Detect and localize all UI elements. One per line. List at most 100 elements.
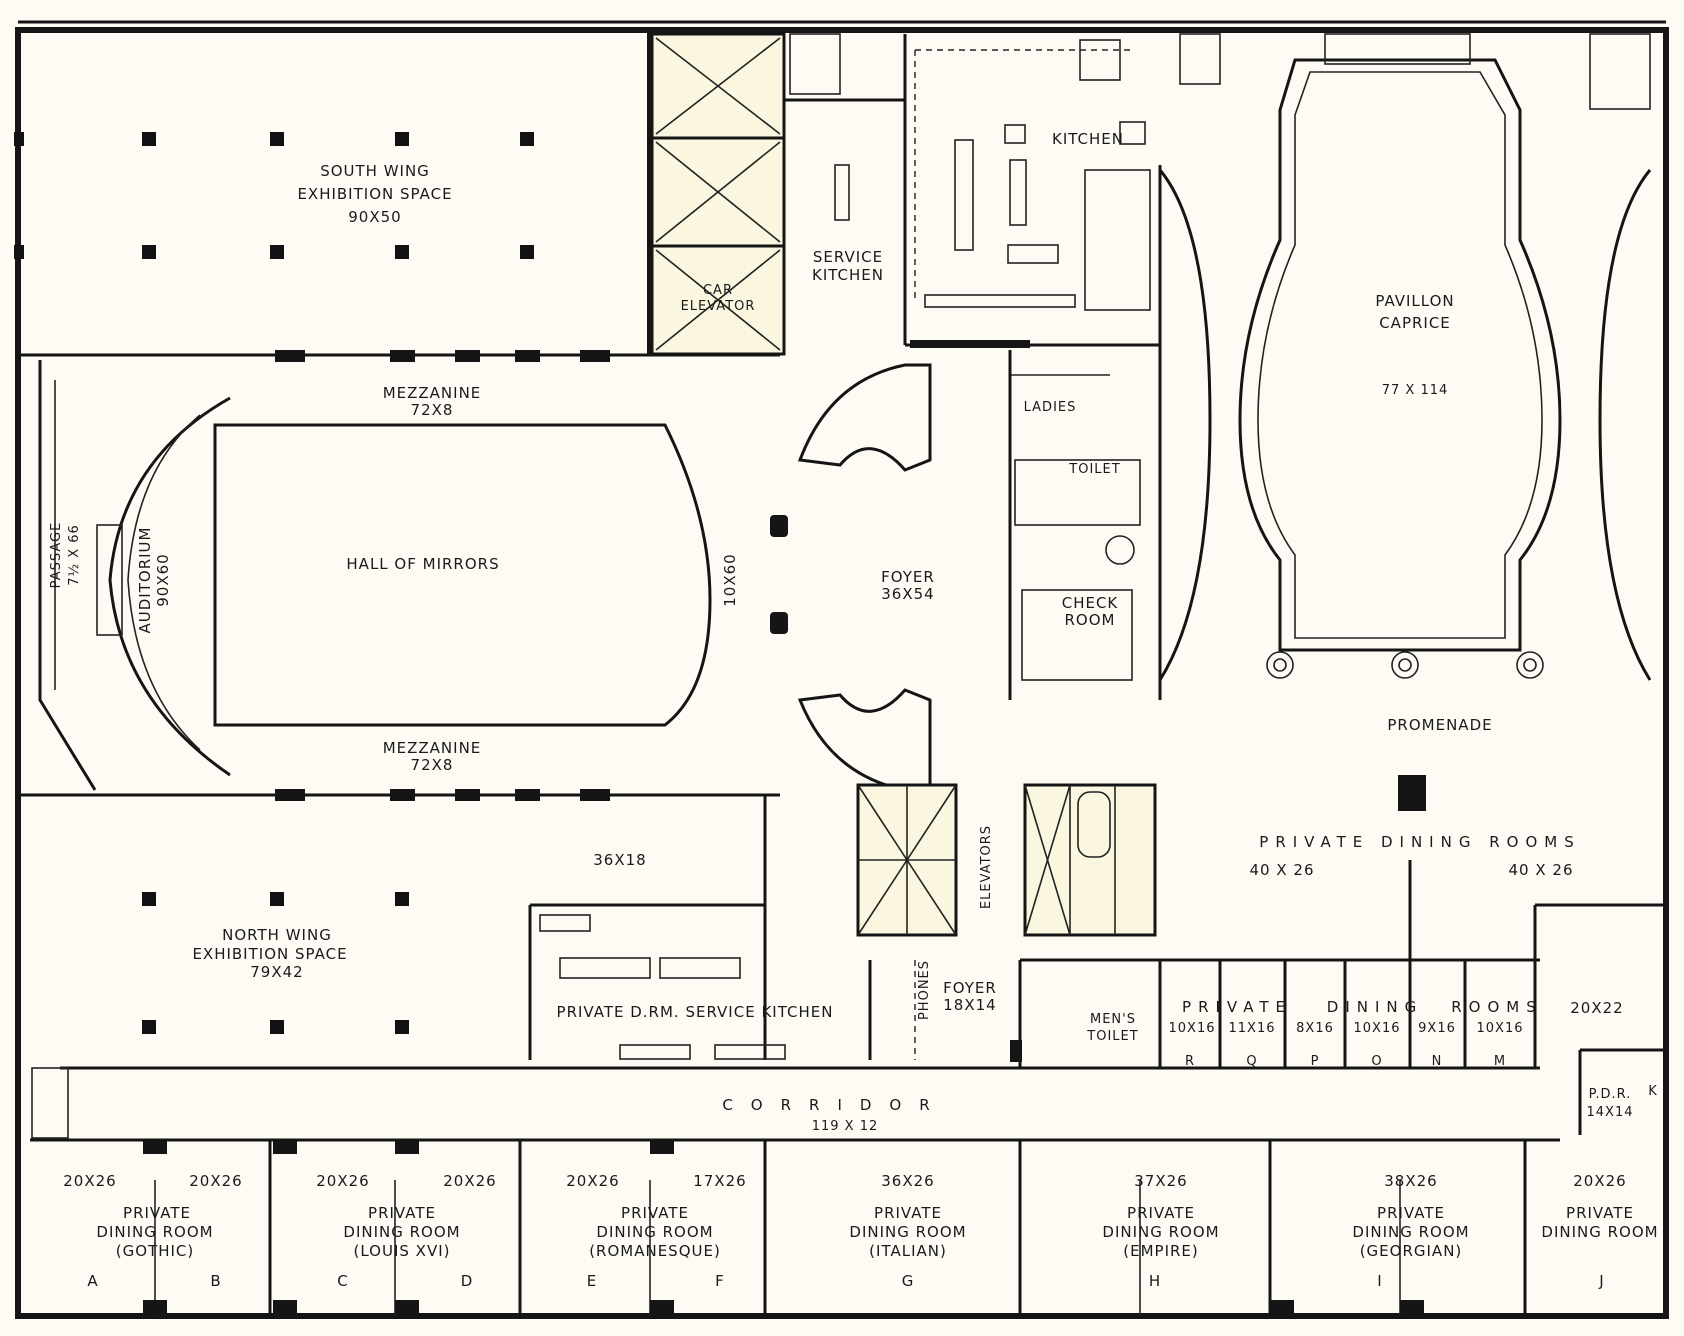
room-name-line2: DINING ROOM: [849, 1223, 966, 1241]
room-letter: G: [902, 1272, 915, 1290]
hall-of-mirrors-label: HALL OF MIRRORS: [346, 555, 499, 573]
mezzanine-top-size: 72X8: [411, 401, 454, 419]
room-letter: I: [1377, 1272, 1382, 1290]
row-word-rooms: ROOMS: [1451, 998, 1543, 1016]
room-name-line1: PRIVATE: [123, 1204, 191, 1222]
car-elevator-label-2: ELEVATOR: [681, 299, 756, 314]
bottom-room-size: 17X26: [693, 1172, 746, 1190]
mezzanine-top-label: MEZZANINE: [383, 384, 482, 402]
small-room-labels: 10X16 R 11X16 Q 8X16 P 10X16 O 9X16 N 10…: [1169, 1021, 1524, 1069]
small-room-letter: P: [1311, 1054, 1320, 1069]
foyer-small-size: 18X14: [943, 996, 996, 1014]
elevators-label: ELEVATORS: [979, 825, 994, 909]
room-name-line2: DINING ROOM: [1102, 1223, 1219, 1241]
room-letter: E: [587, 1272, 597, 1290]
south-wing-size: 90X50: [348, 208, 401, 226]
small-rooms-row: [1160, 775, 1666, 1135]
area-36x18-label: 36X18: [593, 851, 646, 869]
small-room-size: 10X16: [1477, 1021, 1524, 1036]
bottom-room-size: 38X26: [1384, 1172, 1437, 1190]
bottom-room-size: 20X26: [316, 1172, 369, 1190]
passage-label: PASSAGE: [49, 522, 64, 589]
room-letter: J: [1598, 1272, 1604, 1290]
foyer-small-label: FOYER: [943, 979, 997, 997]
room-name-line2: DINING ROOM: [96, 1223, 213, 1241]
room-style: (ROMANESQUE): [589, 1242, 721, 1260]
ladies-label: LADIES: [1024, 400, 1077, 415]
room-letter: D: [461, 1272, 474, 1290]
private-kitchen-label: PRIVATE D.RM. SERVICE KITCHEN: [557, 1003, 834, 1021]
small-room-letter: N: [1432, 1054, 1443, 1069]
room-style: (LOUIS XVI): [354, 1242, 451, 1260]
auditorium-size: 90X60: [154, 553, 172, 606]
kitchen-label: KITCHEN: [1052, 130, 1124, 148]
bottom-room-size: 20X26: [63, 1172, 116, 1190]
room-name-line2: DINING ROOM: [1352, 1223, 1469, 1241]
foyer-main-size: 36X54: [881, 585, 934, 603]
bottom-room-size: 20X26: [189, 1172, 242, 1190]
small-room-letter: R: [1185, 1054, 1195, 1069]
bottom-room-names: PRIVATE DINING ROOM (GOTHIC) PRIVATE DIN…: [96, 1204, 1657, 1260]
room-name-line1: PRIVATE: [368, 1204, 436, 1222]
bottom-room-size: 20X26: [566, 1172, 619, 1190]
small-room-letter: O: [1371, 1054, 1382, 1069]
car-elevator-label-1: CAR: [703, 283, 733, 298]
bottom-room-size: 36X26: [881, 1172, 934, 1190]
south-wing-label-2: EXHIBITION SPACE: [297, 185, 452, 203]
pavillon-label-2: CAPRICE: [1379, 314, 1451, 332]
phones-label: PHONES: [917, 960, 932, 1020]
small-room-size: 10X16: [1169, 1021, 1216, 1036]
room-name-line1: PRIVATE: [874, 1204, 942, 1222]
corridor-label: CORRIDOR: [722, 1096, 947, 1114]
row-word-dining: DINING: [1327, 998, 1423, 1016]
bottom-room-size: 37X26: [1134, 1172, 1187, 1190]
promenade-label: PROMENADE: [1387, 716, 1492, 734]
bottom-room-size: 20X26: [443, 1172, 496, 1190]
room-letter: A: [87, 1272, 98, 1290]
room-name-line2: DINING ROOM: [596, 1223, 713, 1241]
room-name-line1: PRIVATE: [1377, 1204, 1445, 1222]
passage-size: 7½ X 66: [67, 524, 82, 586]
small-room-letter: Q: [1246, 1054, 1257, 1069]
room-style: (GEORGIAN): [1360, 1242, 1463, 1260]
toilet-label: TOILET: [1068, 462, 1120, 477]
small-room-size: 10X16: [1354, 1021, 1401, 1036]
small-room-size: 9X16: [1418, 1021, 1456, 1036]
check-room-label-1: CHECK: [1062, 594, 1119, 612]
room-name-line2: DINING ROOM: [343, 1223, 460, 1241]
north-wing-label-1: NORTH WING: [222, 926, 332, 944]
corridor-size: 119 X 12: [812, 1119, 879, 1134]
bottom-room-size: 20X26: [1573, 1172, 1626, 1190]
north-wing-area: [18, 793, 786, 1060]
foyer-main-label: FOYER: [881, 568, 935, 586]
pavillon-label-1: PAVILLON: [1375, 292, 1454, 310]
elevators: [856, 783, 1157, 937]
south-wing-label-1: SOUTH WING: [320, 162, 430, 180]
room-style: (EMPIRE): [1123, 1242, 1199, 1260]
room-letter: F: [715, 1272, 725, 1290]
mezzanine-bottom-size: 72X8: [411, 756, 454, 774]
mens-toilet-label-1: MEN'S: [1090, 1012, 1136, 1027]
service-kitchen-label-2: KITCHEN: [812, 266, 884, 284]
small-room-size: 8X16: [1296, 1021, 1334, 1036]
pdr-k-size: 14X14: [1587, 1105, 1634, 1120]
bottom-room-letters: A B C D E F G H I J: [87, 1272, 1604, 1290]
service-kitchen-label-1: SERVICE: [813, 248, 883, 266]
small-room-letter: M: [1494, 1054, 1506, 1069]
small-room-size: 11X16: [1229, 1021, 1276, 1036]
private-dining-rooms-label: PRIVATE DINING ROOMS: [1259, 833, 1580, 851]
room-name-line1: PRIVATE: [1127, 1204, 1195, 1222]
mezzanine-bottom-label: MEZZANINE: [383, 739, 482, 757]
room-name-line1: PRIVATE: [1566, 1204, 1634, 1222]
pavillon-caprice: [1158, 33, 1652, 681]
pavillon-size: 77 X 114: [1382, 383, 1449, 398]
room-name-line1: PRIVATE: [621, 1204, 689, 1222]
room-letter: H: [1149, 1272, 1161, 1290]
mens-toilet-label-2: TOILET: [1086, 1029, 1138, 1044]
room-letter: B: [210, 1272, 221, 1290]
north-wing-label-2: EXHIBITION SPACE: [192, 945, 347, 963]
room-style: (GOTHIC): [116, 1242, 194, 1260]
pdr-k-letter: K: [1648, 1084, 1658, 1099]
foyer-stairs: [770, 350, 1141, 792]
